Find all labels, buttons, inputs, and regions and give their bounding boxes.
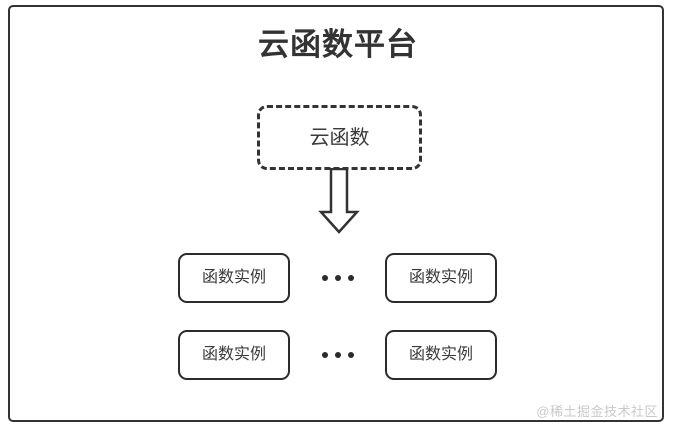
- ellipsis-dot: [321, 275, 328, 281]
- page-title: 云函数平台: [258, 27, 418, 62]
- watermark: @稀土掘金技术社区: [536, 404, 658, 419]
- function-instance-box: 函数实例: [385, 330, 497, 380]
- cloud-function-label: 云函数: [309, 126, 370, 149]
- instance-row: 函数实例 函数实例: [178, 330, 498, 380]
- ellipsis-dot: [347, 275, 354, 281]
- function-instance-label: 函数实例: [408, 269, 473, 286]
- function-instance-box: 函数实例: [178, 253, 290, 303]
- function-instance-box: 函数实例: [178, 330, 290, 380]
- ellipsis-icon: [290, 330, 385, 380]
- function-instance-label: 函数实例: [201, 269, 266, 286]
- ellipsis-dot: [334, 352, 341, 358]
- cloud-function-node: 云函数: [257, 105, 422, 170]
- ellipsis-icon: [290, 253, 385, 303]
- function-instance-label: 函数实例: [408, 346, 473, 363]
- down-arrow-icon: [318, 167, 360, 234]
- ellipsis-dot: [347, 352, 354, 358]
- function-instance-box: 函数实例: [385, 253, 497, 303]
- ellipsis-dot: [334, 275, 341, 281]
- function-instance-label: 函数实例: [201, 346, 266, 363]
- ellipsis-dot: [321, 352, 328, 358]
- instance-row: 函数实例 函数实例: [178, 253, 498, 303]
